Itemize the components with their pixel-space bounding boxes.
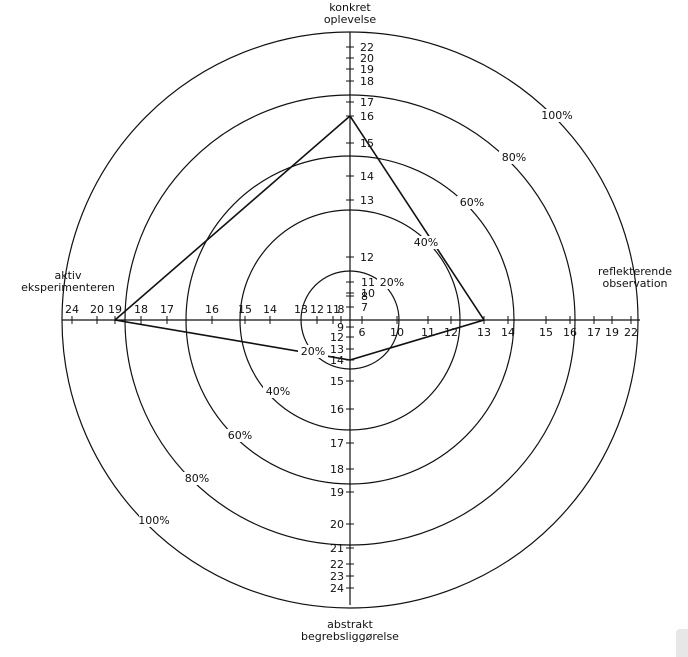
ring-label-bg-sw-1 (298, 345, 328, 358)
tick-label-right-19: 19 (605, 326, 619, 339)
ring-label-bg-ne-1 (377, 276, 407, 289)
tick-label-left-20: 20 (90, 303, 104, 316)
axis-title-top-line2: oplevelse (323, 13, 377, 26)
tick-label-left-14: 14 (263, 303, 277, 316)
axis-title-right-line1: reflekterende (598, 265, 672, 278)
tick-label-top-10: 10 (361, 287, 375, 300)
axis-title-left: aktiv eksperimenteren (18, 270, 118, 294)
tick-label-left-11: 11 (326, 303, 340, 316)
ring-label-bg-sw-4 (182, 472, 212, 485)
ring-label-bg-sw-2 (263, 385, 293, 398)
tick-label-bottom-23: 23 (330, 570, 344, 583)
ring-label-sw-1: 20% (301, 345, 325, 358)
ring-label-ne-2: 40% (414, 236, 438, 249)
tick-label-top-22: 22 (360, 41, 374, 54)
tick-label-top-16: 16 (360, 110, 374, 123)
axis-title-left-line1: aktiv (54, 269, 82, 282)
tick-label-bottom-19: 19 (330, 486, 344, 499)
axis-title-right: reflekterende observation (585, 266, 685, 290)
axis-title-bottom: abstrakt begrebsliggørelse (295, 619, 405, 643)
ring-label-ne-5: 100% (541, 109, 572, 122)
tick-label-bottom-14: 14 (330, 354, 344, 367)
ring-label-sw-5: 100% (138, 514, 169, 527)
tick-label-top-14: 14 (360, 170, 374, 183)
profile-polygon (113, 114, 486, 361)
ring-label-bg-sw-5 (139, 514, 169, 527)
tick-label-bottom-9: 9 (337, 321, 344, 334)
tick-label-top-19: 19 (360, 63, 374, 76)
tick-label-top-8: 8 (361, 290, 368, 303)
tick-label-top-18: 18 (360, 75, 374, 88)
tick-label-right-17: 17 (587, 326, 601, 339)
axis-title-right-line2: observation (602, 277, 668, 290)
axis-group (62, 32, 640, 605)
tick-label-right-16: 16 (563, 326, 577, 339)
tick-label-left-15: 15 (238, 303, 252, 316)
tick-label-right-22: 22 (624, 326, 638, 339)
tick-label-bottom-18: 18 (330, 463, 344, 476)
ring-label-sw-4: 80% (185, 472, 209, 485)
tick-label-bottom-16: 16 (330, 403, 344, 416)
tick-label-bottom-24: 24 (330, 582, 344, 595)
ring-label-ne-3: 60% (460, 196, 484, 209)
tick-label-left-17: 17 (160, 303, 174, 316)
axis-title-top: konkret oplevelse (300, 2, 400, 26)
axis-title-bottom-line1: abstrakt (327, 618, 373, 631)
tick-label-top-20: 20 (360, 52, 374, 65)
tick-label-bottom-12: 12 (330, 331, 344, 344)
ring-label-bg-ne-4 (499, 151, 529, 164)
tick-label-left-12: 12 (310, 303, 324, 316)
tick-label-top-11: 11 (361, 276, 375, 289)
tick-label-bottom-22: 22 (330, 558, 344, 571)
tick-label-left-16: 16 (205, 303, 219, 316)
tick-label-left-19: 19 (108, 303, 122, 316)
ring-label-ne-1: 20% (380, 276, 404, 289)
ring-label-ne-4: 80% (502, 151, 526, 164)
tick-label-right-10: 10 (390, 326, 404, 339)
page-corner-mark (676, 629, 688, 657)
tick-label-left-18: 18 (134, 303, 148, 316)
ring-label-sw-3: 60% (228, 429, 252, 442)
ring-label-bg-ne-2 (411, 236, 441, 249)
ring-label-sw-2: 40% (266, 385, 290, 398)
tick-label-bottom-15: 15 (330, 375, 344, 388)
tick-label-right-15: 15 (539, 326, 553, 339)
axis-title-left-line2: eksperimenteren (21, 281, 115, 294)
tick-label-left-24: 24 (65, 303, 79, 316)
tick-label-bottom-17: 17 (330, 437, 344, 450)
tick-label-top-13: 13 (360, 194, 374, 207)
tick-label-top-7: 7 (361, 301, 368, 314)
tick-label-top-17: 17 (360, 96, 374, 109)
ring-label-bg-ne-5 (542, 109, 572, 122)
tick-label-left-8: 8 (338, 303, 345, 316)
tick-label-right-6: 6 (359, 326, 366, 339)
tick-label-bottom-21: 21 (330, 542, 344, 555)
ring-label-bg-ne-3 (457, 196, 487, 209)
ring-label-bg-sw-3 (225, 429, 255, 442)
tick-label-right-14: 14 (501, 326, 515, 339)
tick-label-right-13: 13 (477, 326, 491, 339)
tick-label-top-12: 12 (360, 251, 374, 264)
axis-title-bottom-line2: begrebsliggørelse (301, 630, 399, 643)
axis-title-top-line1: konkret (329, 1, 371, 14)
tick-label-bottom-13: 13 (330, 343, 344, 356)
tick-label-left-13: 13 (294, 303, 308, 316)
ring-label-group: 20% 20% 40% 40% 60% 60% 80% 80% 100% 100% (138, 109, 573, 527)
tick-label-bottom-20: 20 (330, 518, 344, 531)
